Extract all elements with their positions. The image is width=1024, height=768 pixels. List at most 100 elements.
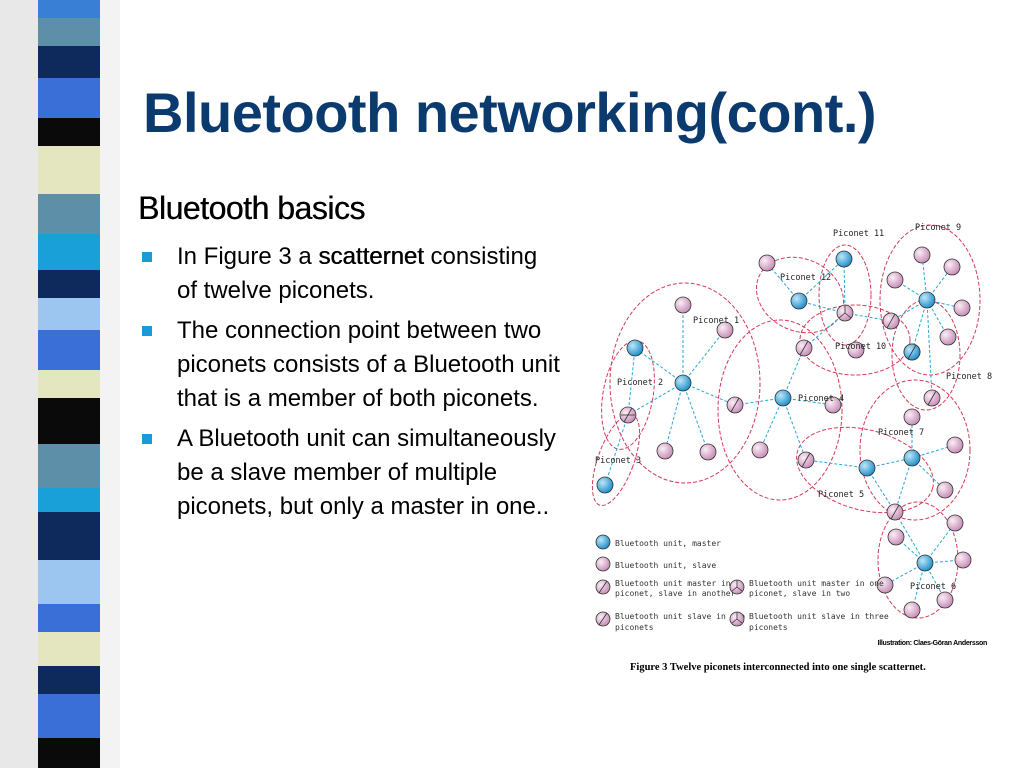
piconet-11-boundary	[818, 244, 872, 346]
piconet-label: Piconet 8	[946, 372, 992, 382]
piconet-label: Piconet 6	[910, 582, 956, 592]
bridge-node	[726, 396, 744, 414]
piconet-label: Piconet 7	[878, 428, 924, 438]
bridge-node	[797, 451, 815, 469]
bullet-item: A Bluetooth unit can simultaneously be a…	[140, 422, 560, 524]
legend-slave-three-label: Bluetooth unit slave in three	[749, 612, 889, 621]
slave-node	[876, 576, 894, 594]
bridge-node	[619, 406, 637, 424]
bullet-list: In Figure 3 a scatternet consisting of t…	[140, 240, 560, 530]
piconet-label: Piconet 10	[835, 342, 886, 352]
piconet-9-boundary	[879, 224, 981, 376]
bullet-text-before: In Figure 3 a	[177, 243, 319, 270]
legend-master-two-label: Bluetooth unit master in one	[749, 579, 884, 588]
legend-master-icon	[595, 534, 611, 550]
master-node	[916, 554, 934, 572]
bullet-highlight-term: scatternet	[318, 243, 424, 270]
bridge-node	[836, 304, 854, 322]
bridge-node	[923, 389, 941, 407]
piconet-10-boundary	[799, 304, 911, 376]
piconet-label: Piconet 11	[833, 229, 884, 239]
slave-node	[847, 341, 865, 359]
square-bullet-icon	[142, 326, 152, 336]
legend-master-label: Bluetooth unit, master	[615, 539, 721, 548]
scatternet-figure: Piconet 11 Piconet 9 Piconet 12 Piconet …	[590, 215, 1010, 680]
slide-subheading: Bluetooth basics	[138, 190, 365, 226]
piconet-labels: Piconet 11 Piconet 9 Piconet 12 Piconet …	[595, 223, 992, 592]
bridge-node	[903, 343, 921, 361]
master-node	[858, 459, 876, 477]
illustration-credit: Illustration: Claes-Göran Andersson	[878, 640, 987, 647]
slave-node	[903, 408, 921, 426]
legend-slave-label: Bluetooth unit, slave	[615, 561, 716, 570]
bullet-text-after: consisting of twelve piconets.	[177, 243, 538, 304]
bridge-node	[886, 503, 904, 521]
slave-node	[716, 321, 734, 339]
slave-node	[953, 299, 971, 317]
legend-slave-two-label: piconets	[615, 623, 654, 632]
slave-node	[751, 441, 769, 459]
legend-slave-icon	[595, 556, 611, 572]
legend-master-two-icon	[729, 579, 745, 595]
scatternet-diagram: Piconet 11 Piconet 9 Piconet 12 Piconet …	[591, 223, 992, 673]
decorative-stripe-bar	[0, 0, 120, 768]
slave-node	[936, 591, 954, 609]
slave-node	[954, 551, 972, 569]
master-node	[596, 476, 614, 494]
slave-node	[656, 442, 674, 460]
bullet-item: In Figure 3 a scatternet consisting of t…	[140, 240, 560, 308]
piconet-2-boundary	[601, 340, 655, 450]
piconet-nodes	[596, 246, 972, 619]
bridge-node	[882, 312, 900, 330]
square-bullet-icon	[142, 434, 152, 444]
piconet-label: Piconet 3	[595, 456, 641, 466]
piconet-label: Piconet 2	[617, 378, 663, 388]
master-node	[674, 374, 692, 392]
legend-slave-two-icon	[595, 611, 611, 627]
bullet-text: The connection point between two piconet…	[177, 317, 560, 412]
slave-node	[936, 481, 954, 499]
piconet-4-boundary	[717, 319, 843, 501]
piconet-1-boundary	[609, 282, 761, 484]
legend-slave-two-label: Bluetooth unit slave in two	[615, 612, 745, 621]
legend-master-slave-icon	[595, 579, 611, 595]
master-node	[626, 339, 644, 357]
slide-title: Bluetooth networking(cont.)	[143, 81, 877, 144]
piconet-label: Piconet 5	[818, 490, 864, 500]
figure-caption: Figure 3 Twelve piconets interconnected …	[630, 662, 926, 673]
master-node	[918, 291, 936, 309]
slave-node	[943, 258, 961, 276]
legend-slave-three-icon	[729, 611, 745, 627]
slave-node	[939, 328, 957, 346]
figure-legend: Bluetooth unit, master Bluetooth unit, s…	[595, 534, 889, 632]
master-node	[774, 389, 792, 407]
slave-node	[699, 443, 717, 461]
piconet-label: Piconet 4	[798, 394, 844, 404]
piconet-label: Piconet 9	[915, 223, 961, 233]
square-bullet-icon	[142, 252, 152, 262]
slave-node	[887, 528, 905, 546]
piconet-5-boundary	[796, 426, 934, 514]
stripe-blocks	[38, 0, 100, 768]
slave-node	[903, 601, 921, 619]
slave-node	[824, 396, 842, 414]
legend-master-two-label: piconet, slave in two	[749, 589, 850, 598]
master-node	[790, 292, 808, 310]
bullet-text: A Bluetooth unit can simultaneously be a…	[177, 425, 556, 520]
slave-node	[758, 254, 776, 272]
legend-slave-three-label: piconets	[749, 623, 788, 632]
bridge-node	[795, 339, 813, 357]
slave-node	[674, 296, 692, 314]
bullet-item: The connection point between two piconet…	[140, 314, 560, 416]
piconet-label: Piconet 12	[780, 273, 831, 283]
master-node	[835, 250, 853, 268]
slave-node	[946, 514, 964, 532]
master-node	[903, 449, 921, 467]
slave-node	[886, 271, 904, 289]
legend-master-slave-label: Bluetooth unit master in a	[615, 579, 740, 588]
slave-node	[913, 246, 931, 264]
legend-master-slave-label: piconet, slave in another	[615, 589, 736, 598]
piconet-label: Piconet 1	[693, 316, 739, 326]
piconet-7-boundary	[859, 379, 971, 521]
slave-node	[946, 436, 964, 454]
